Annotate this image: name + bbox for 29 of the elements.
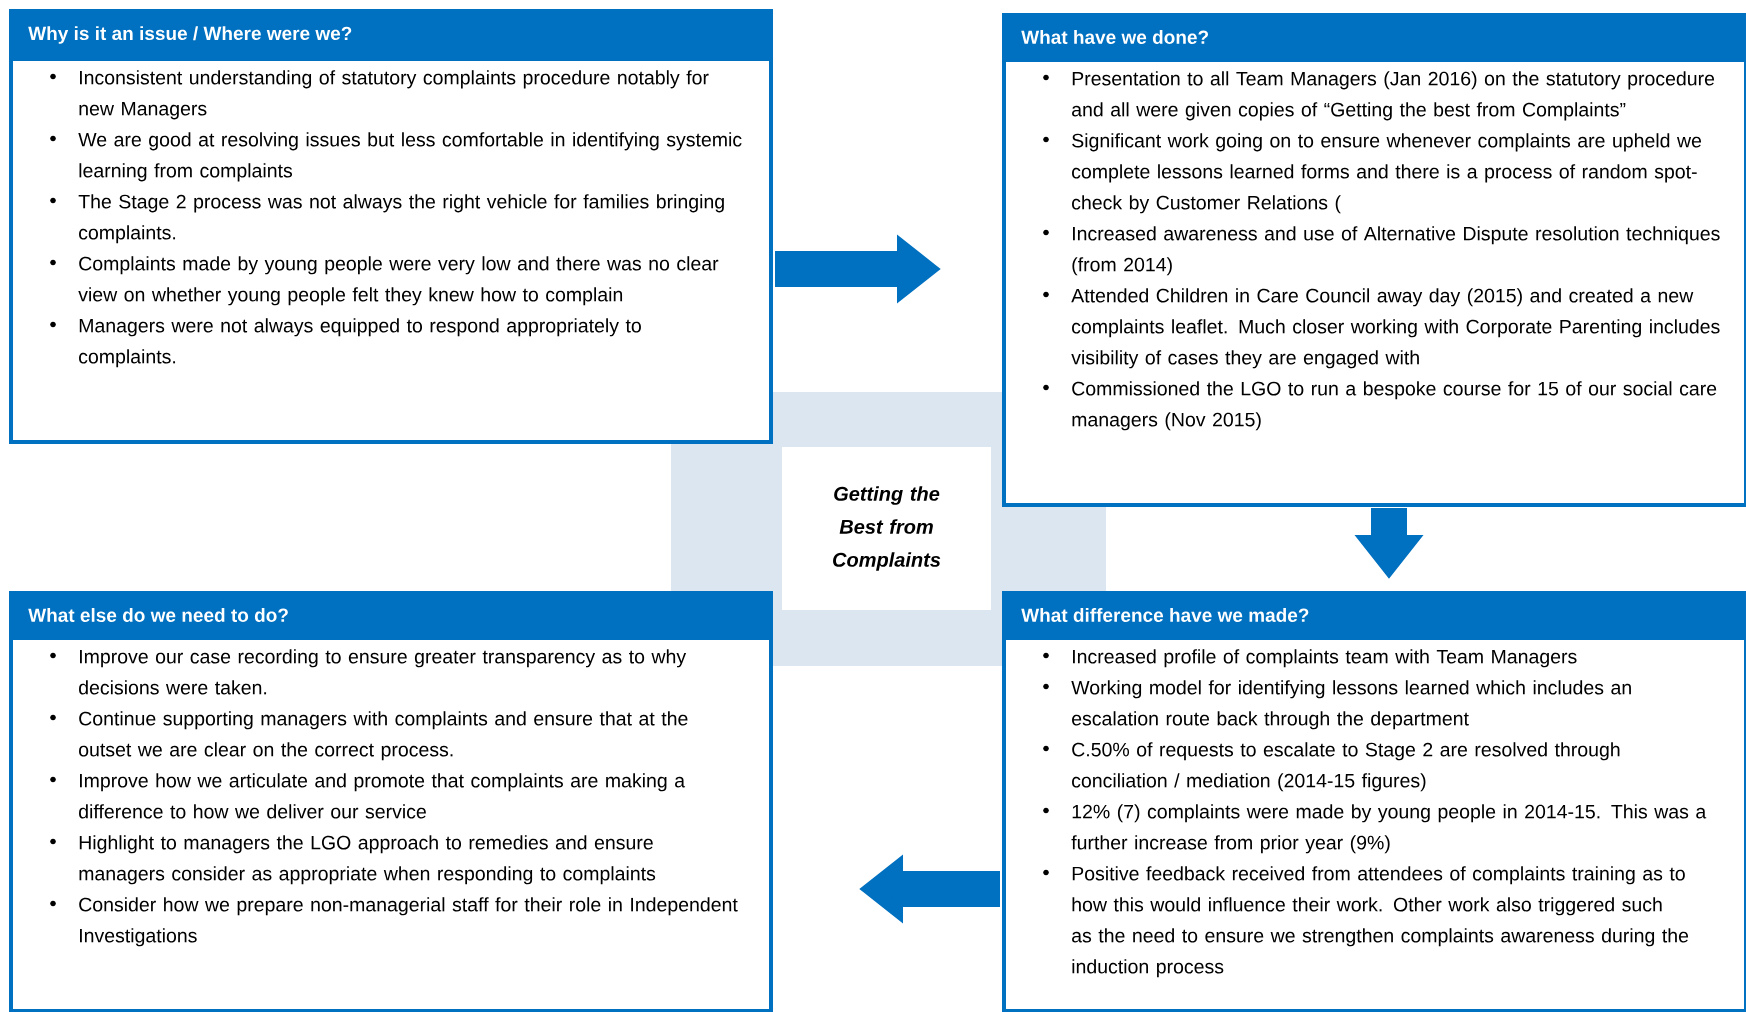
- bullet-item: Positive feedback received from attendees of complaints training as to how this would influence their work. Other work also triggered such as the need to ensure we strengthen complaints awareness during the induction process: [1043, 866, 1689, 978]
- header-bar: Why is it an issue / Where were we?: [9, 9, 769, 61]
- bullet-item: Increased awareness and use of Alternative Dispute resolution techniques (from 2014): [1043, 226, 1720, 276]
- bullet-item: Continue supporting managers with complaints and ensure that at the outset we are clear on the correct process.: [50, 711, 688, 761]
- panel: [9, 9, 773, 444]
- header-bar: What have we done?: [1002, 13, 1744, 62]
- bullet-item: C.50% of requests to escalate to Stage 2 are resolved through conciliation / mediation (2014-15 figures): [1043, 742, 1620, 792]
- center-box: Getting the Best from Complaints: [782, 447, 991, 610]
- bullet-item: Commissioned the LGO to run a bespoke course for 15 of our social care managers (Nov 2015): [1043, 381, 1717, 431]
- bullet-item: Attended Children in Care Council away day (2015) and created a new complaints leaflet. Much closer working with Corporate Parenting includes visibility of cases they are engaged with: [1043, 288, 1720, 369]
- bullet-item: Working model for identifying lessons learned which includes an escalation route back through the department: [1043, 680, 1631, 730]
- panel: [1002, 13, 1746, 507]
- bullet-item: Complaints made by young people were very low and there was no clear view on whether young people felt they knew how to complain: [50, 256, 719, 306]
- bullet-item: Improve our case recording to ensure greater transparency as to why decisions were taken.: [50, 649, 687, 695]
- panel: [9, 591, 773, 1012]
- bullet-item: Consider how we prepare non-managerial staff for their role in Independent Investigations: [50, 897, 738, 947]
- header-bar: What else do we need to do?: [9, 591, 769, 640]
- bullet-item: 12% (7) complaints were made by young people in 2014-15. This was a further increase from prior year (9%): [1043, 804, 1707, 854]
- bullet-item: Inconsistent understanding of statutory complaints procedure notably for new Managers: [50, 70, 709, 120]
- bullet-item: Highlight to managers the LGO approach to remedies and ensure managers consider as appropriate when responding to complaints: [50, 835, 656, 885]
- panel: [1002, 591, 1746, 1012]
- header-bar: What difference have we made?: [1002, 591, 1744, 640]
- bullet-item: Improve how we articulate and promote that complaints are making a difference to how we deliver our service: [50, 773, 686, 819]
- bullet-item: Increased profile of complaints team with Team Managers: [1043, 649, 1577, 668]
- bullet-item: Presentation to all Team Managers (Jan 2016) on the statutory procedure and all were given copies of “Getting the best from Complaints”: [1043, 71, 1715, 121]
- bullet-item: The Stage 2 process was not always the right vehicle for families bringing complaints.: [50, 194, 724, 244]
- bullet-item: We are good at resolving issues but less comfortable in identifying systemic learning from complaints: [50, 132, 742, 182]
- bullet-item: Significant work going on to ensure whenever complaints are upheld we complete lessons learned forms and there is a process of random spot-check by Customer Relations (: [1043, 133, 1702, 214]
- bullet-item: Managers were not always equipped to respond appropriately to complaints.: [50, 318, 641, 368]
